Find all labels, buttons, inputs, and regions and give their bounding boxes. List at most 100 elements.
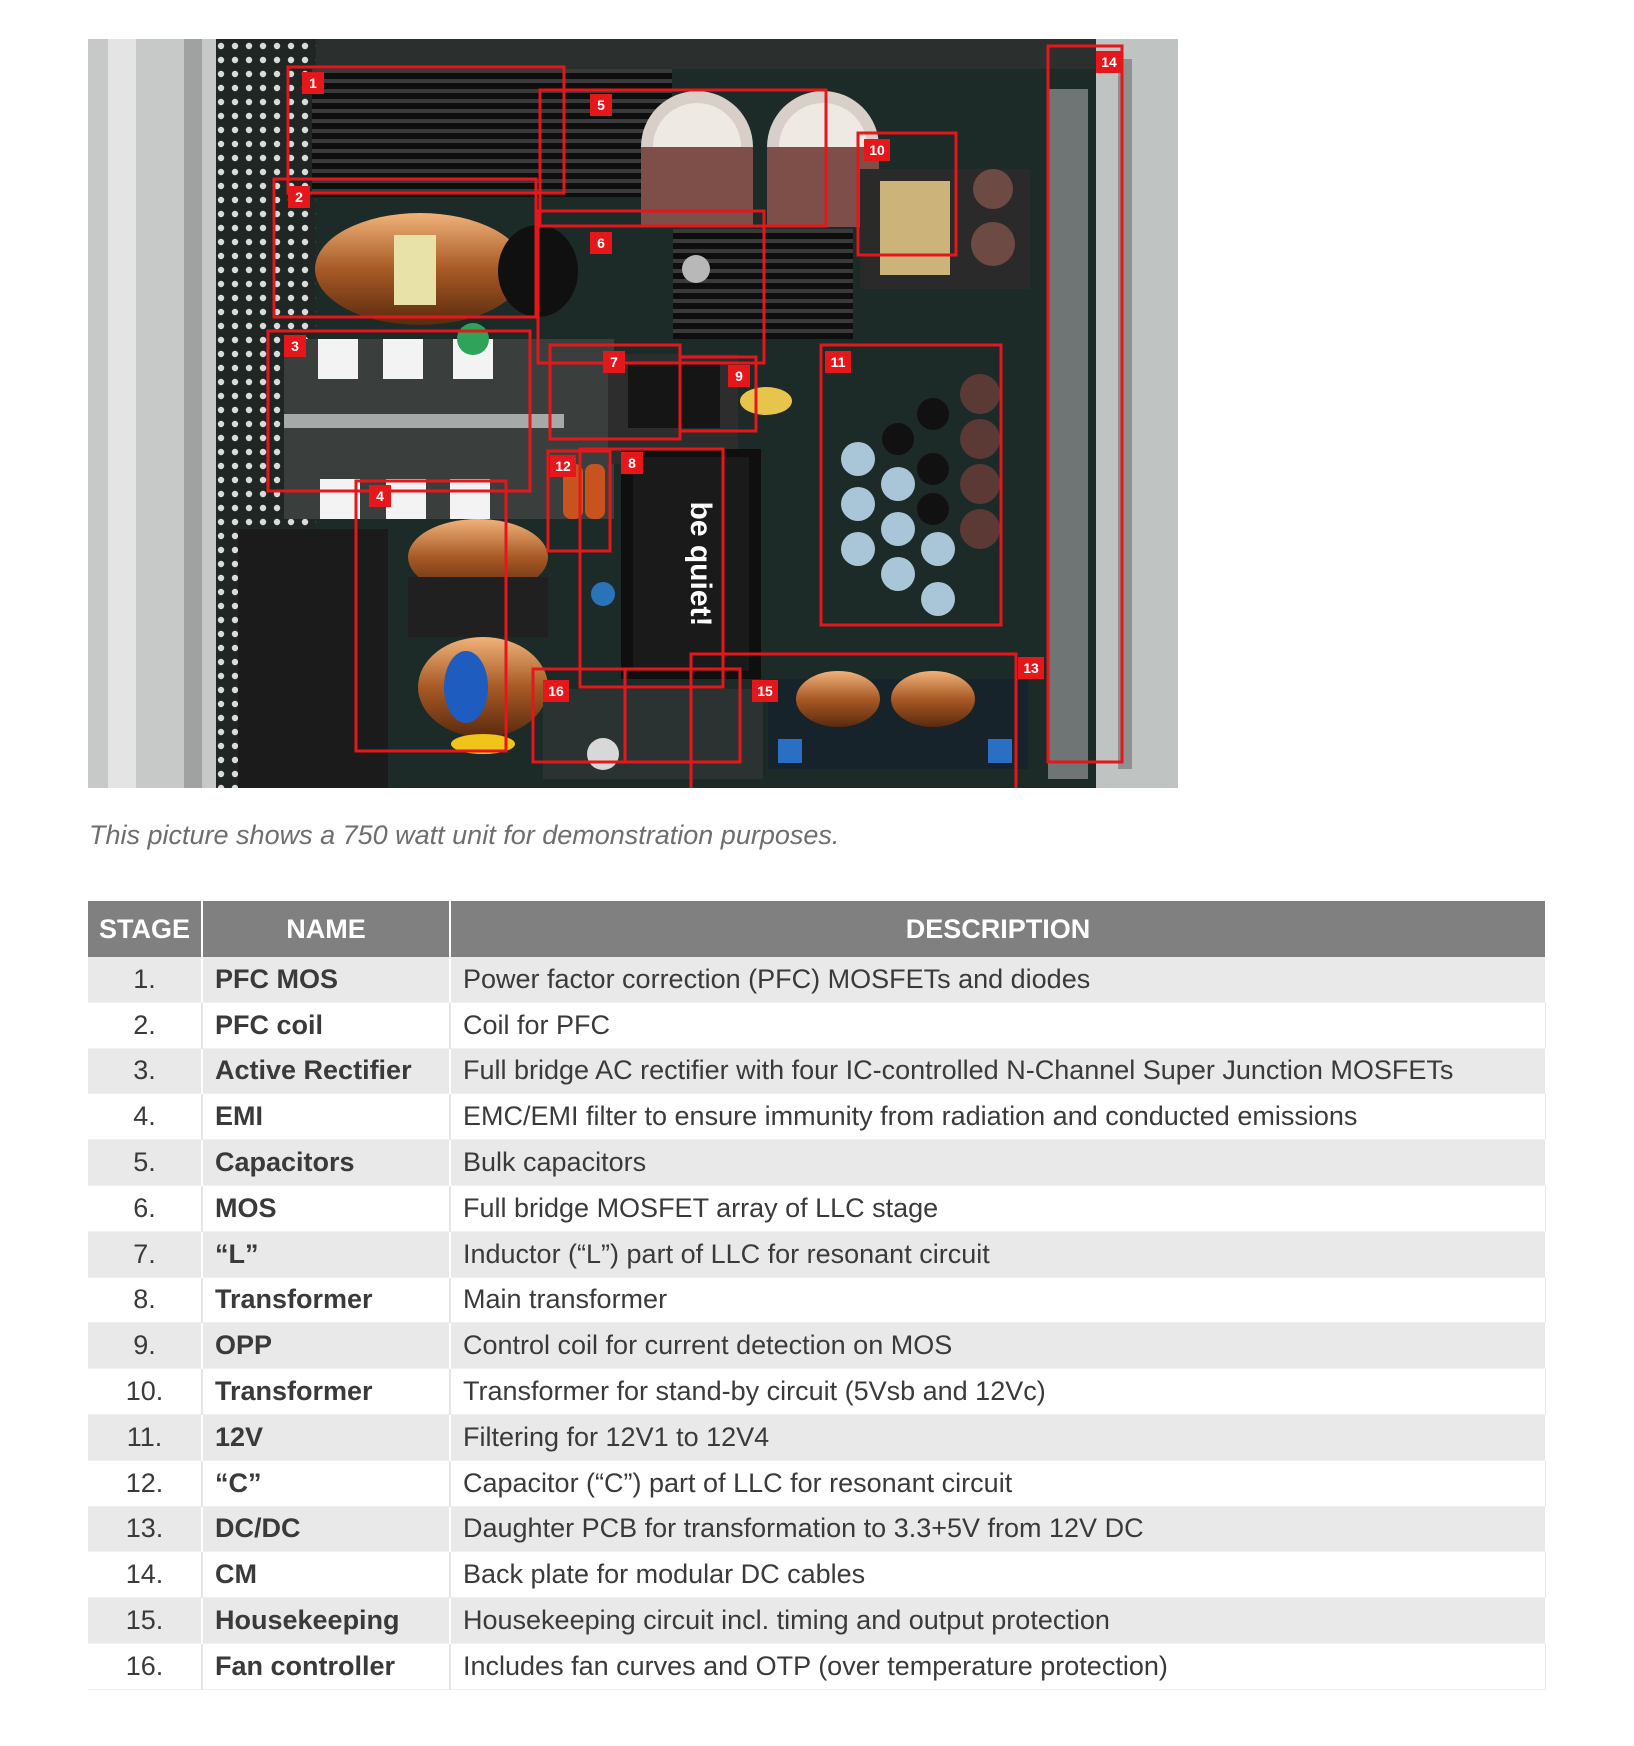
table-header-row: STAGE NAME DESCRIPTION [88,901,1545,957]
callout-10: 10 [864,139,890,161]
callout-13: 13 [1018,657,1044,679]
stage-cell: 1. [88,957,203,1003]
table-row: 16. Fan controller Includes fan curves a… [88,1643,1546,1690]
callout-7: 7 [603,351,625,373]
name-cell: Housekeeping [202,1597,451,1644]
stage-cell: 7. [88,1231,203,1278]
description-cell: Capacitor (“C”) part of LLC for resonant… [450,1460,1546,1507]
callout-12: 12 [550,455,576,477]
name-cell: PFC MOS [202,957,451,1003]
name-cell: MOS [202,1185,451,1232]
callout-16: 16 [543,680,569,702]
stage-cell: 12. [88,1460,203,1507]
description-cell: Full bridge AC rectifier with four IC-co… [450,1048,1545,1095]
dcdc-inductor [796,671,880,727]
stage-cell: 6. [88,1185,203,1232]
svg-text:4: 4 [376,488,384,504]
svg-text:6: 6 [597,235,605,251]
description-cell: Control coil for current detection on MO… [450,1322,1545,1370]
name-cell: DC/DC [202,1506,451,1553]
callout-14: 14 [1096,51,1122,73]
svg-text:11: 11 [831,354,846,370]
name-cell: OPP [202,1322,451,1370]
description-cell: Inductor (“L”) part of LLC for resonant … [450,1231,1545,1278]
svg-text:2: 2 [295,189,303,205]
callout-5: 5 [590,94,612,116]
stage-cell: 14. [88,1551,203,1599]
stage-cell: 5. [88,1139,203,1186]
description-cell: EMC/EMI filter to ensure immunity from r… [450,1093,1546,1141]
name-cell: Capacitors [202,1139,451,1186]
svg-text:12: 12 [555,458,571,474]
table-row: 13. DC/DC Daughter PCB for transformatio… [88,1506,1545,1553]
stages-table: STAGE NAME DESCRIPTION 1. PFC MOS Power … [88,901,1546,1690]
psu-illustration: be quiet! [88,39,1178,788]
callout-6: 6 [590,232,612,254]
svg-text:14: 14 [1101,54,1117,70]
svg-text:1: 1 [309,75,317,91]
callout-2: 2 [288,186,310,208]
stage-cell: 8. [88,1277,203,1324]
name-cell: Active Rectifier [202,1048,451,1095]
header-stage: STAGE [88,901,203,957]
name-cell: EMI [202,1093,451,1141]
table-row: 8. Transformer Main transformer [88,1277,1546,1324]
description-cell: Main transformer [450,1277,1546,1324]
name-cell: “L” [202,1231,451,1278]
table-row: 12. “C” Capacitor (“C”) part of LLC for … [88,1460,1546,1507]
description-cell: Coil for PFC [450,1002,1546,1049]
table-row: 6. MOS Full bridge MOSFET array of LLC s… [88,1185,1546,1232]
callout-4: 4 [369,485,391,507]
description-cell: Power factor correction (PFC) MOSFETs an… [450,957,1545,1003]
photo-caption: This picture shows a 750 watt unit for d… [89,820,840,850]
standby-transformer [880,181,950,275]
brand-label: be quiet! [684,502,717,627]
svg-text:13: 13 [1023,660,1039,676]
header-name: NAME [202,901,451,957]
table-row: 9. OPP Control coil for current detectio… [88,1322,1545,1370]
svg-text:16: 16 [548,683,564,699]
stage-cell: 15. [88,1597,203,1644]
table-row: 14. CM Back plate for modular DC cables [88,1551,1546,1599]
callout-1: 1 [302,72,324,94]
stage-cell: 10. [88,1368,203,1415]
table-row: 2. PFC coil Coil for PFC [88,1002,1546,1049]
stage-cell: 4. [88,1093,203,1141]
callout-8: 8 [621,452,643,474]
callout-9: 9 [728,365,750,387]
description-cell: Includes fan curves and OTP (over temper… [450,1643,1546,1690]
name-cell: Transformer [202,1277,451,1324]
table-row: 1. PFC MOS Power factor correction (PFC)… [88,957,1545,1003]
svg-text:8: 8 [628,455,636,471]
table-row: 11. 12V Filtering for 12V1 to 12V4 [88,1414,1545,1461]
name-cell: CM [202,1551,451,1599]
table-row: 7. “L” Inductor (“L”) part of LLC for re… [88,1231,1545,1278]
description-cell: Transformer for stand-by circuit (5Vsb a… [450,1368,1546,1415]
name-cell: “C” [202,1460,451,1507]
stage-cell: 3. [88,1048,203,1095]
svg-text:10: 10 [869,142,885,158]
svg-text:3: 3 [291,338,299,354]
emi-coil [408,519,548,595]
name-cell: Fan controller [202,1643,451,1690]
psu-photo: be quiet! [88,39,1178,788]
stage-cell: 16. [88,1643,203,1690]
header-description: DESCRIPTION [450,901,1545,957]
table-row: 5. Capacitors Bulk capacitors [88,1139,1545,1186]
name-cell: Transformer [202,1368,451,1415]
stage-cell: 9. [88,1322,203,1370]
description-cell: Filtering for 12V1 to 12V4 [450,1414,1545,1461]
stage-cell: 11. [88,1414,203,1461]
callout-3: 3 [284,335,306,357]
12v-capacitors [841,374,1000,616]
table-row: 4. EMI EMC/EMI filter to ensure immunity… [88,1093,1546,1141]
description-cell: Daughter PCB for transformation to 3.3+5… [450,1506,1545,1553]
description-cell: Bulk capacitors [450,1139,1545,1186]
description-cell: Housekeeping circuit incl. timing and ou… [450,1597,1545,1644]
svg-text:15: 15 [757,683,773,699]
svg-text:7: 7 [610,354,618,370]
callout-11: 11 [825,351,851,373]
description-cell: Full bridge MOSFET array of LLC stage [450,1185,1546,1232]
stage-cell: 2. [88,1002,203,1049]
callout-labels: 1 2 3 4 5 6 7 8 9 10 11 12 13 14 15 16 [284,51,1122,702]
